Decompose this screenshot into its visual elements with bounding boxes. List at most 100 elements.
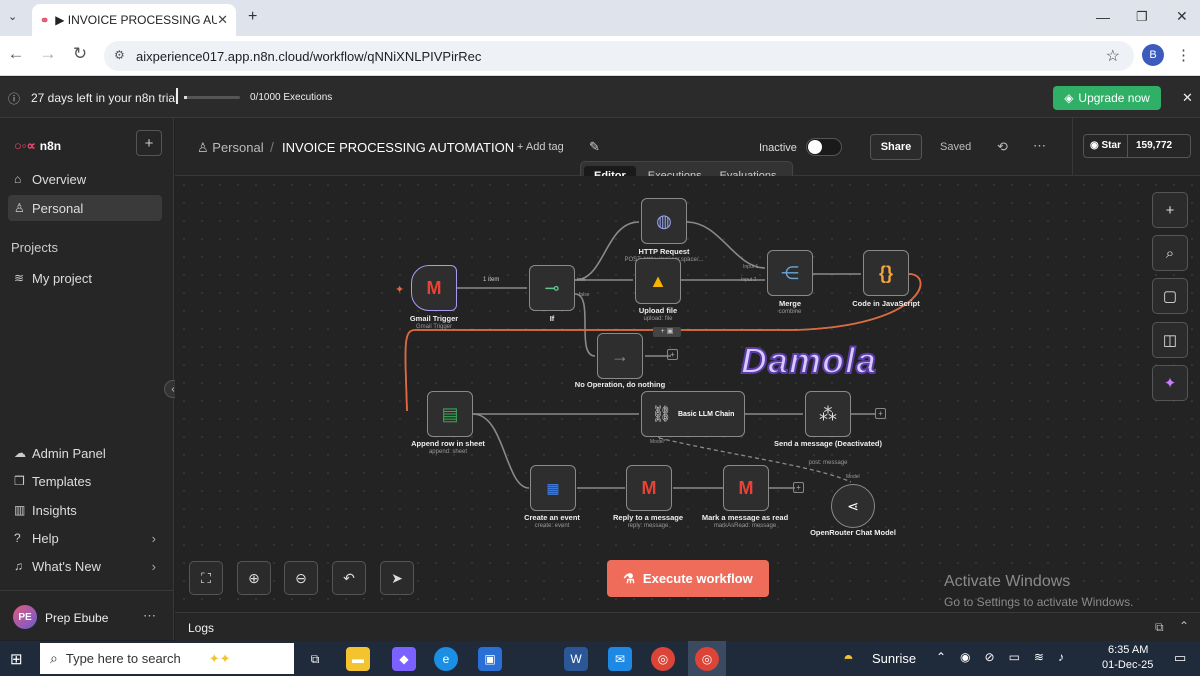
sidebar-item-whats-new[interactable]: ♫What's New› [8, 553, 162, 579]
user-avatar[interactable]: PE [13, 605, 37, 629]
node-title: HTTP Request [638, 247, 690, 256]
sidebar-item-templates[interactable]: ❒Templates [8, 468, 162, 494]
sidebar-item-personal[interactable]: ♙Personal [8, 195, 162, 221]
node-gmail-trigger[interactable]: M [411, 265, 457, 311]
store-icon[interactable]: ▣ [478, 647, 502, 671]
restore-icon[interactable]: ❐ [1136, 9, 1148, 24]
user-icon: ♙ [14, 201, 25, 215]
history-icon[interactable]: ⟲ [997, 139, 1008, 154]
breadcrumb[interactable]: ♙ Personal [197, 140, 264, 156]
user-menu-icon[interactable]: ⋯ [143, 608, 156, 623]
workflow-canvas[interactable]: ✦ M Gmail Trigger Gmail Trigger 1 item ⊸… [175, 176, 1200, 612]
taskbar-search-field[interactable]: ⌕ Type here to search ✦✦ [40, 643, 294, 674]
node-if[interactable]: ⊸ [529, 265, 575, 311]
star-count: 159,772 [1135, 140, 1173, 151]
create-button[interactable]: + [136, 130, 162, 156]
panel-toggle-icon[interactable]: ◫ [1152, 322, 1188, 358]
file-explorer-icon[interactable]: ▬ [346, 647, 370, 671]
tab-list-icon[interactable]: ⌄ [8, 11, 18, 23]
add-node-button[interactable]: + [1152, 192, 1188, 228]
node-merge[interactable]: ⋲ [767, 250, 813, 296]
edge-browser-icon[interactable]: e [434, 647, 458, 671]
node-hover-actions[interactable]: + ▣ [653, 327, 681, 337]
chrome-icon[interactable]: ◎ [651, 647, 675, 671]
notification-icon[interactable]: ▭ [1174, 650, 1187, 665]
share-button[interactable]: Share [870, 134, 922, 160]
node-openrouter-model[interactable]: ⋖ [831, 484, 875, 528]
sidebar-item-insights[interactable]: ▥Insights [8, 497, 162, 523]
close-banner-icon[interactable]: ✕ [1182, 90, 1193, 105]
sidebar-item-admin-panel[interactable]: ☁Admin Panel [8, 440, 162, 466]
system-tray-icons[interactable]: ⌃◉⊘▭≋♪ [936, 650, 1078, 664]
sidebar-item-label: Overview [32, 171, 87, 187]
bookmark-star-icon[interactable]: ☆ [1105, 48, 1120, 65]
forward-icon[interactable]: → [39, 44, 57, 63]
bar-chart-icon: ▥ [14, 503, 26, 517]
upgrade-button[interactable]: ◈ Upgrade now [1053, 86, 1161, 110]
node-title: Send a message (Deactivated) [774, 439, 882, 448]
more-options-icon[interactable]: ⋯ [1033, 138, 1046, 153]
site-info-icon[interactable]: ⚙ [114, 48, 125, 62]
connections [404, 221, 922, 489]
trigger-marker-icon: ✦ [395, 284, 405, 296]
logs-panel-bar[interactable]: Logs ⧉ ⌃ [175, 612, 1200, 641]
task-view-icon[interactable]: ⧉ [310, 651, 320, 666]
node-subtitle: markAsRead: message [713, 523, 777, 529]
edge-label-input1: Input 1 [743, 264, 759, 270]
sticky-note-icon[interactable]: ▢ [1152, 278, 1188, 314]
profile-avatar[interactable]: B [1142, 44, 1164, 66]
zoom-out-icon[interactable]: ⊖ [284, 561, 318, 595]
node-create-event[interactable]: ▦ [530, 465, 576, 511]
sidebar-item-help[interactable]: ?Help› [8, 525, 162, 551]
zoom-in-icon[interactable]: ⊕ [237, 561, 271, 595]
merge-icon: ⋲ [781, 262, 799, 283]
close-window-icon[interactable]: ✕ [1176, 8, 1188, 24]
add-node-icon[interactable]: + [875, 408, 886, 419]
sidebar-item-my-project[interactable]: ≋My project [8, 265, 162, 291]
undo-icon[interactable]: ↶ [332, 561, 366, 595]
copilot-icon[interactable]: ◆ [392, 647, 416, 671]
new-tab-icon[interactable]: + [248, 8, 258, 25]
github-star-button[interactable]: ◉ Star 159,772 [1083, 134, 1191, 158]
node-basic-llm-chain[interactable]: ⛓ Basic LLM Chain [641, 391, 745, 437]
popout-icon[interactable]: ⧉ [1155, 620, 1164, 634]
node-upload-file[interactable]: ▲ [635, 258, 681, 304]
fit-view-icon[interactable]: ⛶ [189, 561, 223, 595]
n8n-logo[interactable]: ○◦∝ n8n [14, 138, 61, 154]
word-icon[interactable]: W [564, 647, 588, 671]
windows-start-icon[interactable]: ⊞ [10, 651, 23, 668]
active-toggle[interactable] [806, 138, 842, 156]
tidy-up-icon[interactable]: ➤ [380, 561, 414, 595]
add-node-icon[interactable]: + [667, 349, 678, 360]
url-field[interactable]: ⚙ aixperience017.app.n8n.cloud/workflow/… [104, 41, 1134, 71]
node-code-javascript[interactable]: {} [863, 250, 909, 296]
search-icon: ⌕ [50, 650, 58, 666]
browser-tab[interactable]: ⚭ ▶ INVOICE PROCESSING AUTO ✕ [32, 4, 236, 36]
chevron-up-icon[interactable]: ⌃ [1179, 619, 1190, 633]
close-tab-icon[interactable]: ✕ [217, 12, 228, 27]
node-http-request[interactable]: ◍ [641, 198, 687, 244]
workflow-name[interactable]: INVOICE PROCESSING AUTOMATION [282, 140, 515, 155]
ai-assistant-icon[interactable]: ✦ [1152, 365, 1188, 401]
saved-status: Saved [940, 141, 972, 153]
back-icon[interactable]: ← [7, 44, 25, 63]
chrome-icon[interactable]: ◎ [695, 647, 719, 671]
reload-icon[interactable]: ↻ [72, 44, 88, 63]
node-append-row[interactable]: ▤ [427, 391, 473, 437]
divider [176, 88, 178, 104]
edit-description-icon[interactable]: ✎ [589, 139, 600, 154]
execute-workflow-button[interactable]: ⚗ Execute workflow [607, 560, 769, 597]
clock-date: 01-Dec-25 [1102, 659, 1154, 671]
search-icon[interactable]: ⌕ [1152, 235, 1188, 271]
clock-time: 6:35 AM [1108, 644, 1149, 656]
node-mark-read[interactable]: M [723, 465, 769, 511]
node-send-message[interactable]: ⁂ [805, 391, 851, 437]
mail-icon[interactable]: ✉ [608, 647, 632, 671]
node-reply-message[interactable]: M [626, 465, 672, 511]
add-tag-link[interactable]: + Add tag [517, 141, 564, 153]
minimize-icon[interactable]: — [1096, 9, 1110, 25]
sidebar-item-overview[interactable]: ⌂Overview [8, 166, 162, 192]
node-no-operation[interactable]: → [597, 333, 643, 379]
add-node-icon[interactable]: + [793, 482, 804, 493]
browser-menu-icon[interactable]: ⋮ [1176, 47, 1191, 64]
